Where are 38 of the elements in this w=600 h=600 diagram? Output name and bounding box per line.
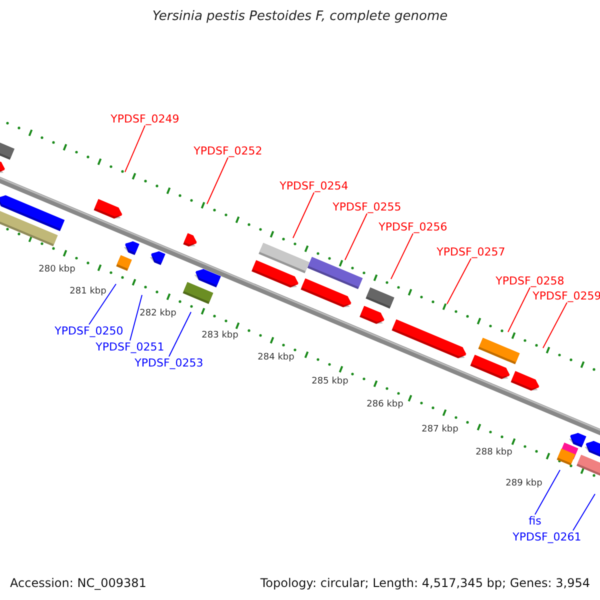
leader-line (88, 284, 116, 325)
leader-line (572, 494, 596, 531)
gene-label: YPDSF_0251 (96, 342, 164, 352)
footer-note: Topology: circular; Length: 4,517,345 bp; Genes: 3,954 (260, 576, 590, 590)
leader-line (344, 213, 368, 260)
gene-label: YPDSF_0250 (54, 326, 124, 336)
scale-label: 287 kbp (422, 426, 458, 434)
scale-label: 288 kbp (476, 448, 512, 458)
leader-line (446, 258, 472, 304)
leader-line (168, 312, 192, 357)
leader-line (542, 302, 568, 348)
leader-line (130, 294, 142, 341)
scale-label: 289 kbp (506, 480, 542, 488)
gene-label: YPDSF_0261 (512, 532, 582, 542)
gene-label: YPDSF_0252 (194, 146, 262, 156)
gene-label: YPDSF_0254 (280, 180, 348, 192)
scale-label: 285 kbp (312, 378, 348, 386)
scale-label: 280 kbp (38, 266, 76, 274)
leader-line (390, 233, 414, 280)
scale-label: 281 kbp (70, 288, 106, 296)
leader-line (124, 125, 146, 172)
scale-label: 283 kbp (202, 332, 238, 340)
gene-label: YPDSF_0256 (378, 222, 448, 232)
gene-label: YPDSF_0249 (110, 114, 180, 124)
scale-label: 282 kbp (140, 310, 176, 318)
gene-label: fis (528, 516, 542, 526)
gene-label: YPDSF_0253 (134, 358, 204, 368)
scale-label: 286 kbp (366, 400, 404, 410)
gene-label: YPDSF_0258 (496, 276, 564, 286)
scale-label: 284 kbp (258, 354, 294, 362)
leader-line (508, 287, 530, 332)
gene-label: YPDSF_0255 (332, 202, 402, 212)
leader-line (206, 157, 228, 204)
leader-line (292, 192, 314, 238)
footer-note: Accession: NC_009381 (10, 576, 146, 590)
gene-label: YPDSF_0257 (436, 246, 506, 258)
title: Yersinia pestis Pestoides F, complete genome (151, 9, 449, 24)
leader-line (534, 470, 560, 515)
